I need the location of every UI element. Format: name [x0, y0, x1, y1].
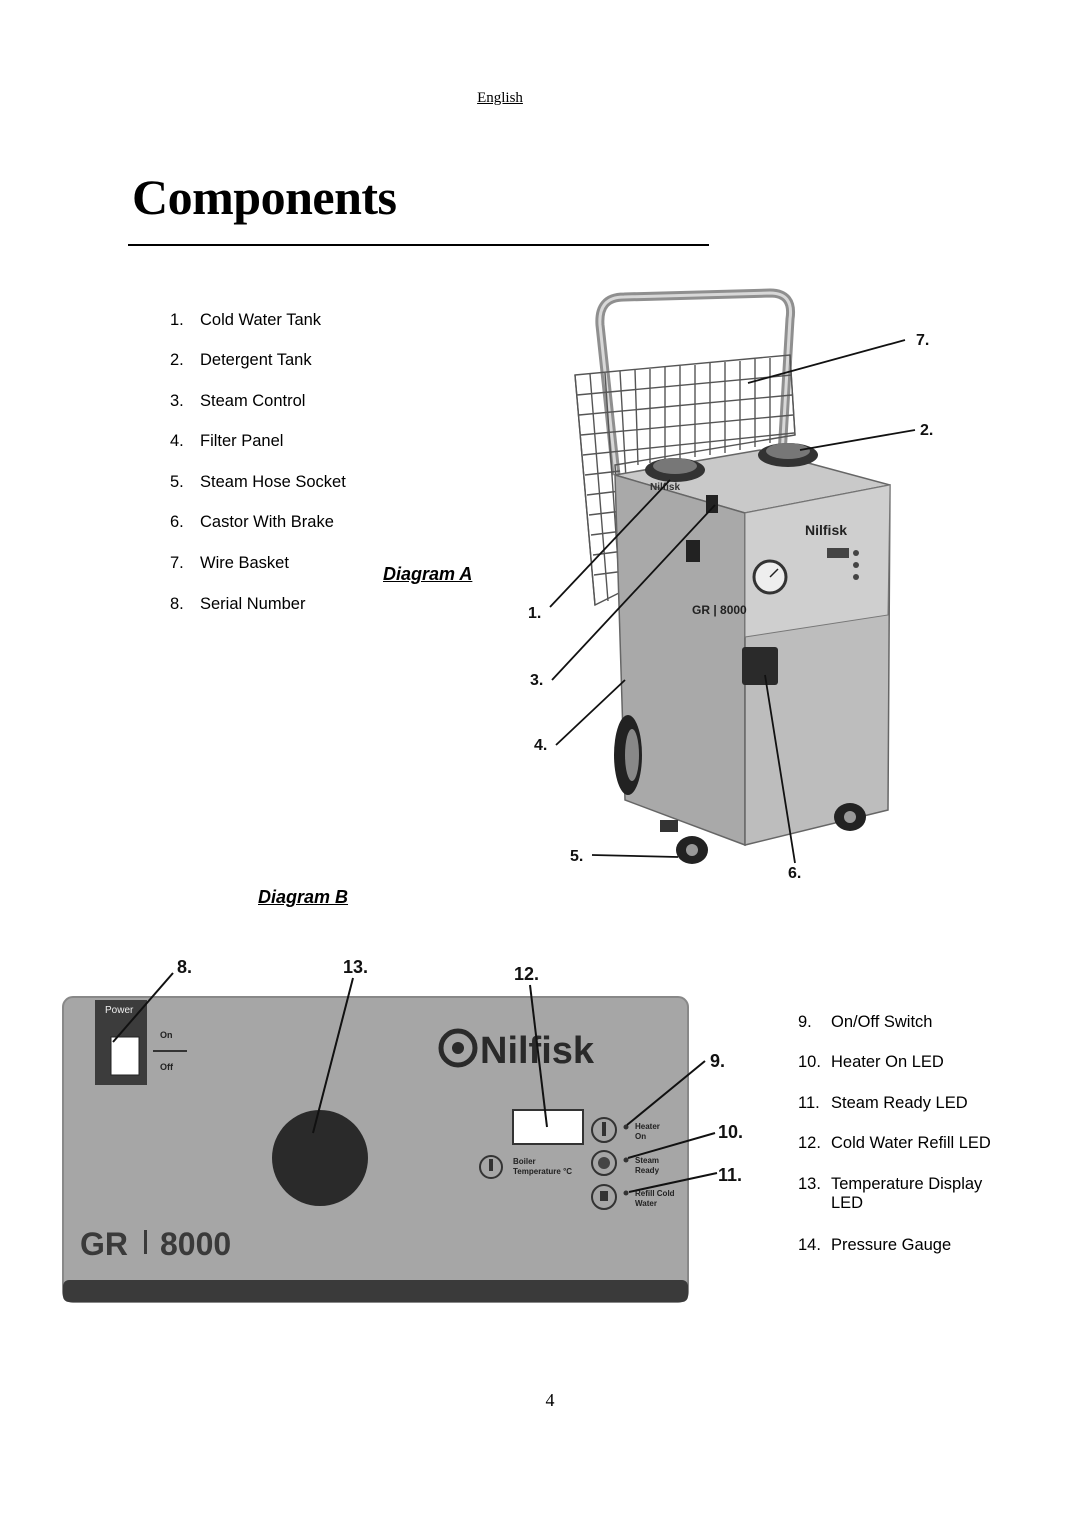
svg-text:Boiler: Boiler	[513, 1157, 536, 1166]
list-item: 4.Filter Panel	[170, 432, 284, 450]
list-item: 11.Steam Ready LED	[798, 1094, 968, 1112]
svg-text:GR: GR	[80, 1226, 128, 1262]
detergent-knob	[706, 495, 718, 513]
callout-13: 13.	[343, 957, 368, 977]
callout-labels: 7. 2. 1. 3. 4. 5. 6.	[528, 332, 933, 882]
lid-brand-logo: Nilfisk	[650, 482, 680, 493]
svg-text:Power: Power	[105, 1005, 134, 1016]
steam-cleaner-illustration: Nilfisk Nilfisk GR | 8000 7. 2. 1. 3. 4.…	[528, 288, 933, 882]
callout-labels-b: 8. 13. 12. 9. 10. 11.	[177, 957, 743, 1185]
indicator-steam: Steam Ready	[591, 1150, 660, 1176]
list-item: 8.Serial Number	[170, 595, 306, 613]
svg-text:On: On	[160, 1030, 173, 1040]
panel-bottom-strip	[63, 1280, 688, 1302]
list-item: 12.Cold Water Refill LED	[798, 1134, 991, 1152]
page-number: 4	[545, 1390, 555, 1410]
svg-text:Heater: Heater	[635, 1122, 660, 1131]
list-item: 5.Steam Hose Socket	[170, 473, 346, 491]
wire-basket	[574, 354, 796, 607]
page-title: Components	[132, 169, 397, 225]
callout-8: 8.	[177, 957, 192, 977]
handle	[595, 288, 796, 476]
list-item: 6.Castor With Brake	[170, 513, 334, 531]
callout-7: 7.	[916, 332, 929, 349]
list-item: 7.Wire Basket	[170, 554, 289, 572]
title-rule	[128, 244, 709, 246]
callout-3: 3.	[530, 672, 543, 689]
panel-model-label: GR 8000	[80, 1226, 231, 1262]
svg-text:Off: Off	[160, 1062, 174, 1072]
svg-text:Refill Cold: Refill Cold	[635, 1189, 675, 1198]
callout-12: 12.	[514, 964, 539, 984]
svg-text:Water: Water	[635, 1199, 657, 1208]
temperature-display	[512, 1109, 584, 1145]
panel-face	[62, 996, 689, 1303]
indicator-heater: Heater On	[591, 1117, 660, 1143]
callout-10: 10.	[718, 1122, 743, 1142]
list-item: 14.Pressure Gauge	[798, 1236, 952, 1254]
list-item: 9.On/Off Switch	[798, 1013, 933, 1031]
list-item: 1.Cold Water Tank	[170, 311, 322, 329]
control-panel-illustration: Power On Off Nilfisk Boiler Temperature …	[62, 957, 743, 1303]
list-item: 3.Steam Control	[170, 392, 306, 410]
svg-text:On: On	[635, 1132, 646, 1141]
boiler-temp-label: Boiler Temperature °C	[479, 1155, 572, 1179]
diagram-b-caption: Diagram B	[258, 887, 349, 907]
callout-6: 6.	[788, 865, 801, 882]
svg-text:Temperature °C: Temperature °C	[513, 1167, 572, 1176]
language-label: English	[477, 90, 523, 106]
callout-1: 1.	[528, 605, 541, 622]
callout-9: 9.	[710, 1051, 725, 1071]
wheels	[614, 715, 866, 864]
callout-lines-b	[112, 972, 718, 1193]
list-item: 2.Detergent Tank	[170, 351, 312, 369]
callout-5: 5.	[570, 848, 583, 865]
model-label: GR | 8000	[692, 603, 747, 617]
callout-11: 11.	[718, 1165, 742, 1185]
pressure-gauge-hole	[272, 1110, 368, 1206]
callout-2: 2.	[920, 422, 933, 439]
pressure-gauge	[752, 559, 788, 595]
diagram-a-caption: Diagram A	[383, 564, 473, 584]
steam-hose-socket	[742, 647, 778, 685]
list-item: 10.Heater On LED	[798, 1053, 944, 1071]
svg-text:Steam: Steam	[635, 1156, 659, 1165]
callout-lines	[549, 339, 916, 864]
body-brand-logo: Nilfisk	[805, 522, 847, 538]
steam-control-knob	[686, 540, 700, 562]
callout-4: 4.	[534, 737, 547, 754]
svg-text:Ready: Ready	[635, 1166, 660, 1175]
indicator-refill: Refill Cold Water	[591, 1184, 675, 1210]
temperature-display	[827, 548, 849, 558]
svg-text:8000: 8000	[160, 1226, 231, 1262]
